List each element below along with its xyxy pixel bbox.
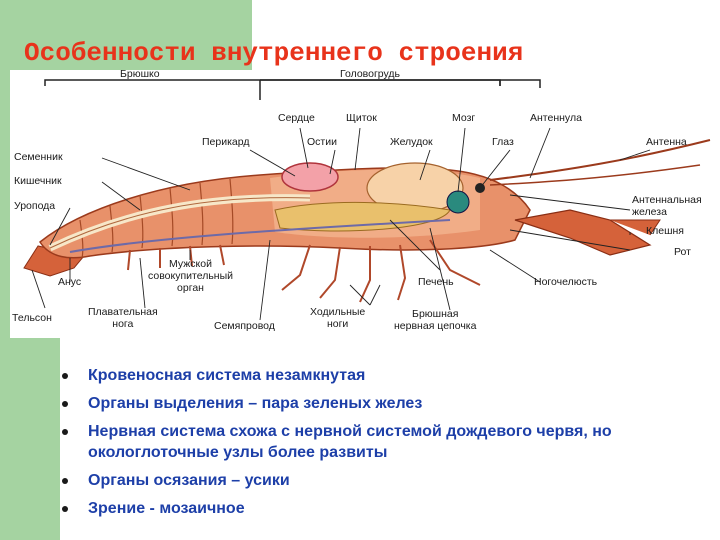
label-claw: Клешня [646, 225, 684, 237]
bullet-item: Зрение - мозаичное [62, 498, 702, 519]
bullet-text: Нервная система схожа с нервной системой… [88, 423, 612, 461]
bullet-text: Органы выделения – пара зеленых желез [88, 395, 423, 412]
bullet-dot [62, 429, 68, 435]
label-telson: Тельсон [12, 312, 52, 324]
label-ostia: Остии [307, 136, 337, 148]
label-uropod: Уропода [14, 200, 56, 212]
label-copulatory-organ: Мужской совокупительный орган [148, 258, 234, 294]
bullet-item: Кровеносная система незамкнутая [62, 365, 702, 386]
label-testis: Семенник [14, 151, 63, 163]
bullet-list: Кровеносная система незамкнутая Органы в… [62, 365, 702, 526]
slide-title: Особенности внутреннего строения [24, 38, 524, 68]
label-abdomen: Брюшко [120, 68, 160, 80]
bullet-text: Органы осязания – усики [88, 472, 290, 489]
label-eye: Глаз [492, 136, 514, 148]
label-vas-deferens: Семяпровод [214, 320, 275, 332]
bullet-dot [62, 373, 68, 379]
bullet-text: Кровеносная система незамкнутая [88, 367, 366, 384]
label-shield: Щиток [346, 112, 377, 124]
label-walking-legs: Ходильные ноги [310, 306, 366, 330]
label-swimming-leg: Плавательная нога [88, 306, 158, 330]
label-antennule: Антеннула [530, 112, 582, 124]
bullet-text: Зрение - мозаичное [88, 500, 245, 517]
label-mouth: Рот [674, 246, 691, 258]
bullet-dot [62, 506, 68, 512]
bullet-dot [62, 401, 68, 407]
bullet-dot [62, 478, 68, 484]
label-heart: Сердце [278, 112, 315, 124]
label-stomach: Желудок [390, 136, 433, 148]
accent-block [60, 0, 252, 77]
label-intestine: Кишечник [14, 175, 62, 187]
label-liver: Печень [418, 276, 454, 288]
label-antenna: Антенна [646, 136, 687, 148]
label-brain: Мозг [452, 112, 476, 124]
crayfish-illustration [23, 79, 711, 321]
label-nerve-chain: Брюшная нервная цепочка [394, 308, 477, 332]
bullet-item: Органы осязания – усики [62, 470, 702, 491]
bullet-item: Нервная система схожа с нервной системой… [62, 421, 702, 463]
label-anus: Анус [58, 276, 82, 288]
label-cephalothorax: Головогрудь [340, 68, 401, 80]
bullet-item: Органы выделения – пара зеленых желез [62, 393, 702, 414]
label-pericardium: Перикард [202, 136, 250, 148]
label-antennal-gland: Антеннальная железа [632, 194, 702, 218]
crayfish-anatomy-figure: Брюшко Головогрудь Сердце Щиток Мозг Ант… [10, 68, 712, 338]
label-jaw-leg: Ногочелюсть [534, 276, 598, 288]
